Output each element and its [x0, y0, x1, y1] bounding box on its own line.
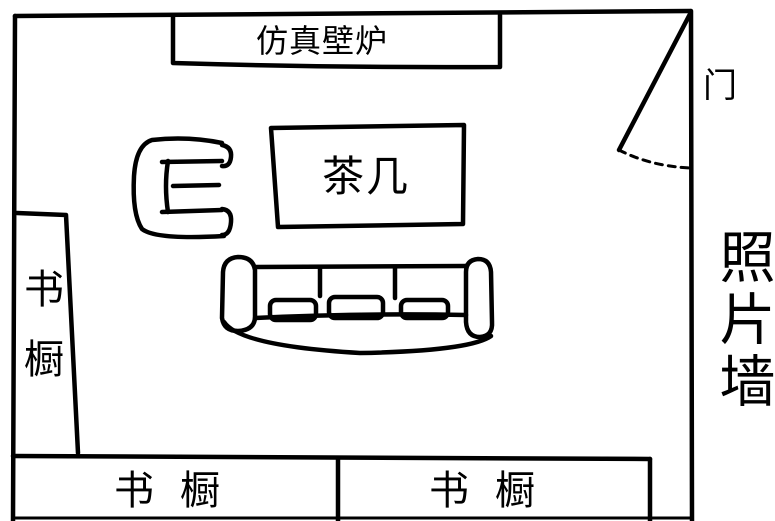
sofa-cushion-right	[398, 297, 451, 321]
photo-wall-label: 照片墙	[710, 228, 775, 414]
armchair-top-arm-inner	[159, 158, 225, 165]
door-label: 门	[703, 66, 737, 106]
armchair-shell	[131, 136, 227, 240]
room-wall-right	[688, 8, 695, 521]
fireplace	[170, 12, 503, 70]
sofa-backrest	[252, 263, 469, 270]
bookcase-bottom-right-label: 书橱	[429, 468, 561, 514]
room-wall-top	[12, 8, 693, 19]
bookcase-left	[14, 210, 81, 456]
sofa-right-arm	[463, 256, 495, 340]
armchair-top-arm-end	[219, 142, 234, 169]
sofa-left-arm	[219, 254, 258, 334]
armchair-bottom-arm-inner	[159, 207, 225, 215]
room-wall-left	[10, 13, 18, 521]
bookcase-bottom-left-label: 书橱	[114, 468, 246, 514]
door-leaf	[616, 11, 693, 153]
bookcase-bottom-top	[10, 453, 653, 462]
bookcase-left-label: 书橱	[17, 268, 63, 408]
sofa-seat-front	[252, 312, 469, 321]
armchair-bottom-arm-end	[219, 206, 234, 238]
coffee-table	[268, 122, 467, 230]
sofa-cushion-left	[267, 297, 319, 323]
armchair-seat-line	[170, 182, 222, 189]
door-swing-arc	[617, 148, 692, 170]
sofa-base	[221, 319, 494, 356]
sofa-cushion-middle	[326, 294, 386, 321]
fireplace-label: 仿真壁炉	[255, 22, 389, 60]
coffee-table-label: 茶几	[321, 152, 411, 201]
armchair-back-inner	[163, 158, 171, 215]
